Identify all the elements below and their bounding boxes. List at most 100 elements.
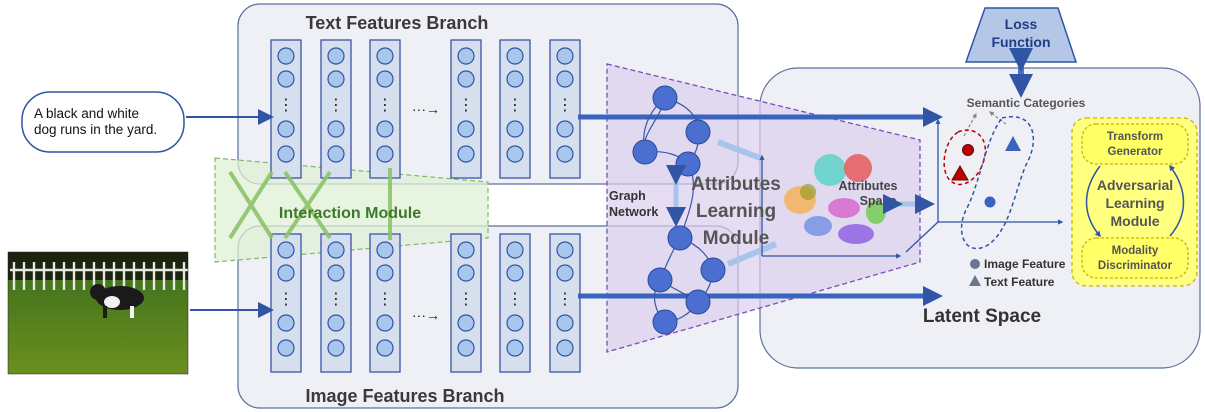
latent-space-axes — [905, 118, 1064, 253]
text-neuron — [457, 47, 475, 65]
image-neuron — [327, 264, 345, 282]
image-layer-column: ⋮ — [270, 233, 302, 373]
adversarial-cycle-arrow-right — [1169, 164, 1185, 237]
text-neuron — [457, 70, 475, 88]
image-neuron — [327, 241, 345, 259]
text-layer-dots: ⋮ — [557, 95, 573, 114]
image-neuron — [506, 264, 524, 282]
interaction-module-title: Interaction Module — [279, 205, 421, 222]
attributes-space-label-line2: Space — [860, 194, 897, 208]
text-branch-title: Text Features Branch — [306, 13, 489, 33]
loss-function-line2: Function — [991, 34, 1050, 50]
attributes-space-axes — [759, 154, 902, 259]
graph-node — [647, 267, 673, 293]
image-layer-dots: ⋮ — [377, 289, 393, 308]
image-neuron — [556, 241, 574, 259]
image-neuron — [376, 339, 394, 357]
image-neuron — [556, 314, 574, 332]
image-layer-column: ⋮ — [369, 233, 401, 373]
text-neuron — [506, 145, 524, 163]
graph-node — [685, 289, 711, 315]
image-neuron — [327, 339, 345, 357]
text-neuron — [376, 70, 394, 88]
text-layer-dots: ⋮ — [377, 95, 393, 114]
adversarial-module-line1: Adversarial — [1097, 177, 1173, 193]
text-neuron — [327, 145, 345, 163]
transform-generator-line2: Generator — [1108, 146, 1163, 158]
image-neuron — [457, 314, 475, 332]
graph-node — [652, 309, 678, 335]
transform-generator-line1: Transform — [1107, 131, 1163, 143]
image-neuron — [556, 339, 574, 357]
text-layer-dots: ⋮ — [507, 95, 523, 114]
text-layer-dots: ⋮ — [328, 95, 344, 114]
blue-image-feature-point — [984, 196, 996, 208]
attributes-space-label-line1: Attributes — [838, 179, 897, 193]
text-neuron — [457, 120, 475, 138]
attributes-learning-region — [606, 63, 921, 353]
image-neuron — [376, 264, 394, 282]
image-feature-layers: ⋮ ⋮ ⋮ ⋮ ⋮ ⋮ — [270, 233, 581, 373]
text-layer-column: ⋮ — [320, 39, 352, 179]
graph-to-space-arrow-top — [716, 139, 762, 161]
dog-photo — [7, 251, 189, 375]
image-layer-dots: ⋮ — [557, 289, 573, 308]
text-neuron — [327, 70, 345, 88]
image-layer-column: ⋮ — [320, 233, 352, 373]
text-layer-dots: ⋮ — [458, 95, 474, 114]
image-neuron — [376, 241, 394, 259]
graph-network-label-line2: Network — [609, 205, 658, 219]
text-neuron — [457, 145, 475, 163]
image-layer-dots: ⋮ — [278, 289, 294, 308]
red-text-feature-point — [951, 164, 969, 181]
legend-image-feature: Image Feature — [984, 257, 1066, 271]
text-layer-column: ⋮ — [549, 39, 581, 179]
graph-node — [685, 119, 711, 145]
image-neuron — [506, 241, 524, 259]
image-neuron — [457, 241, 475, 259]
text-neuron — [277, 145, 295, 163]
adversarial-module-line2: Learning — [1105, 195, 1164, 211]
image-neuron — [506, 339, 524, 357]
image-neuron — [277, 339, 295, 357]
text-neuron — [556, 47, 574, 65]
interaction-cross-arrows — [228, 168, 392, 240]
transform-generator-box — [1081, 123, 1189, 165]
text-neuron — [556, 70, 574, 88]
text-neuron — [506, 47, 524, 65]
legend-image-feature-icon — [970, 259, 980, 269]
image-neuron — [277, 264, 295, 282]
attributes-cluster-plot — [784, 154, 886, 244]
modality-discriminator-line1: Modality — [1112, 245, 1159, 257]
blue-text-feature-point — [1005, 136, 1021, 151]
text-neuron — [376, 145, 394, 163]
attributes-module-title-line3: Module — [703, 228, 770, 249]
graph-node — [667, 225, 693, 251]
semantic-categories-label: Semantic Categories — [967, 96, 1086, 110]
input-text-line2: dog runs in the yard. — [34, 122, 157, 137]
input-text-line1: A black and white — [34, 106, 139, 121]
image-branch-ellipsis-arrow: ···→ — [412, 307, 440, 323]
loss-function-line1: Loss — [1005, 16, 1038, 32]
text-neuron — [327, 47, 345, 65]
text-layer-column: ⋮ — [499, 39, 531, 179]
red-category-region — [943, 129, 987, 186]
image-layer-column: ⋮ — [499, 233, 531, 373]
image-layer-column: ⋮ — [450, 233, 482, 373]
text-neuron — [277, 47, 295, 65]
blue-category-region — [960, 115, 1034, 250]
graph-network-label-line1: Graph — [609, 189, 646, 203]
text-neuron — [376, 47, 394, 65]
text-neuron — [506, 120, 524, 138]
image-layer-column: ⋮ — [549, 233, 581, 373]
text-neuron — [506, 70, 524, 88]
text-neuron — [556, 120, 574, 138]
image-neuron — [506, 314, 524, 332]
image-neuron — [277, 241, 295, 259]
modality-discriminator-line2: Discriminator — [1098, 260, 1173, 272]
image-layer-dots: ⋮ — [507, 289, 523, 308]
text-layer-column: ⋮ — [369, 39, 401, 179]
graph-node — [652, 85, 678, 111]
adversarial-module-line3: Module — [1111, 213, 1160, 229]
